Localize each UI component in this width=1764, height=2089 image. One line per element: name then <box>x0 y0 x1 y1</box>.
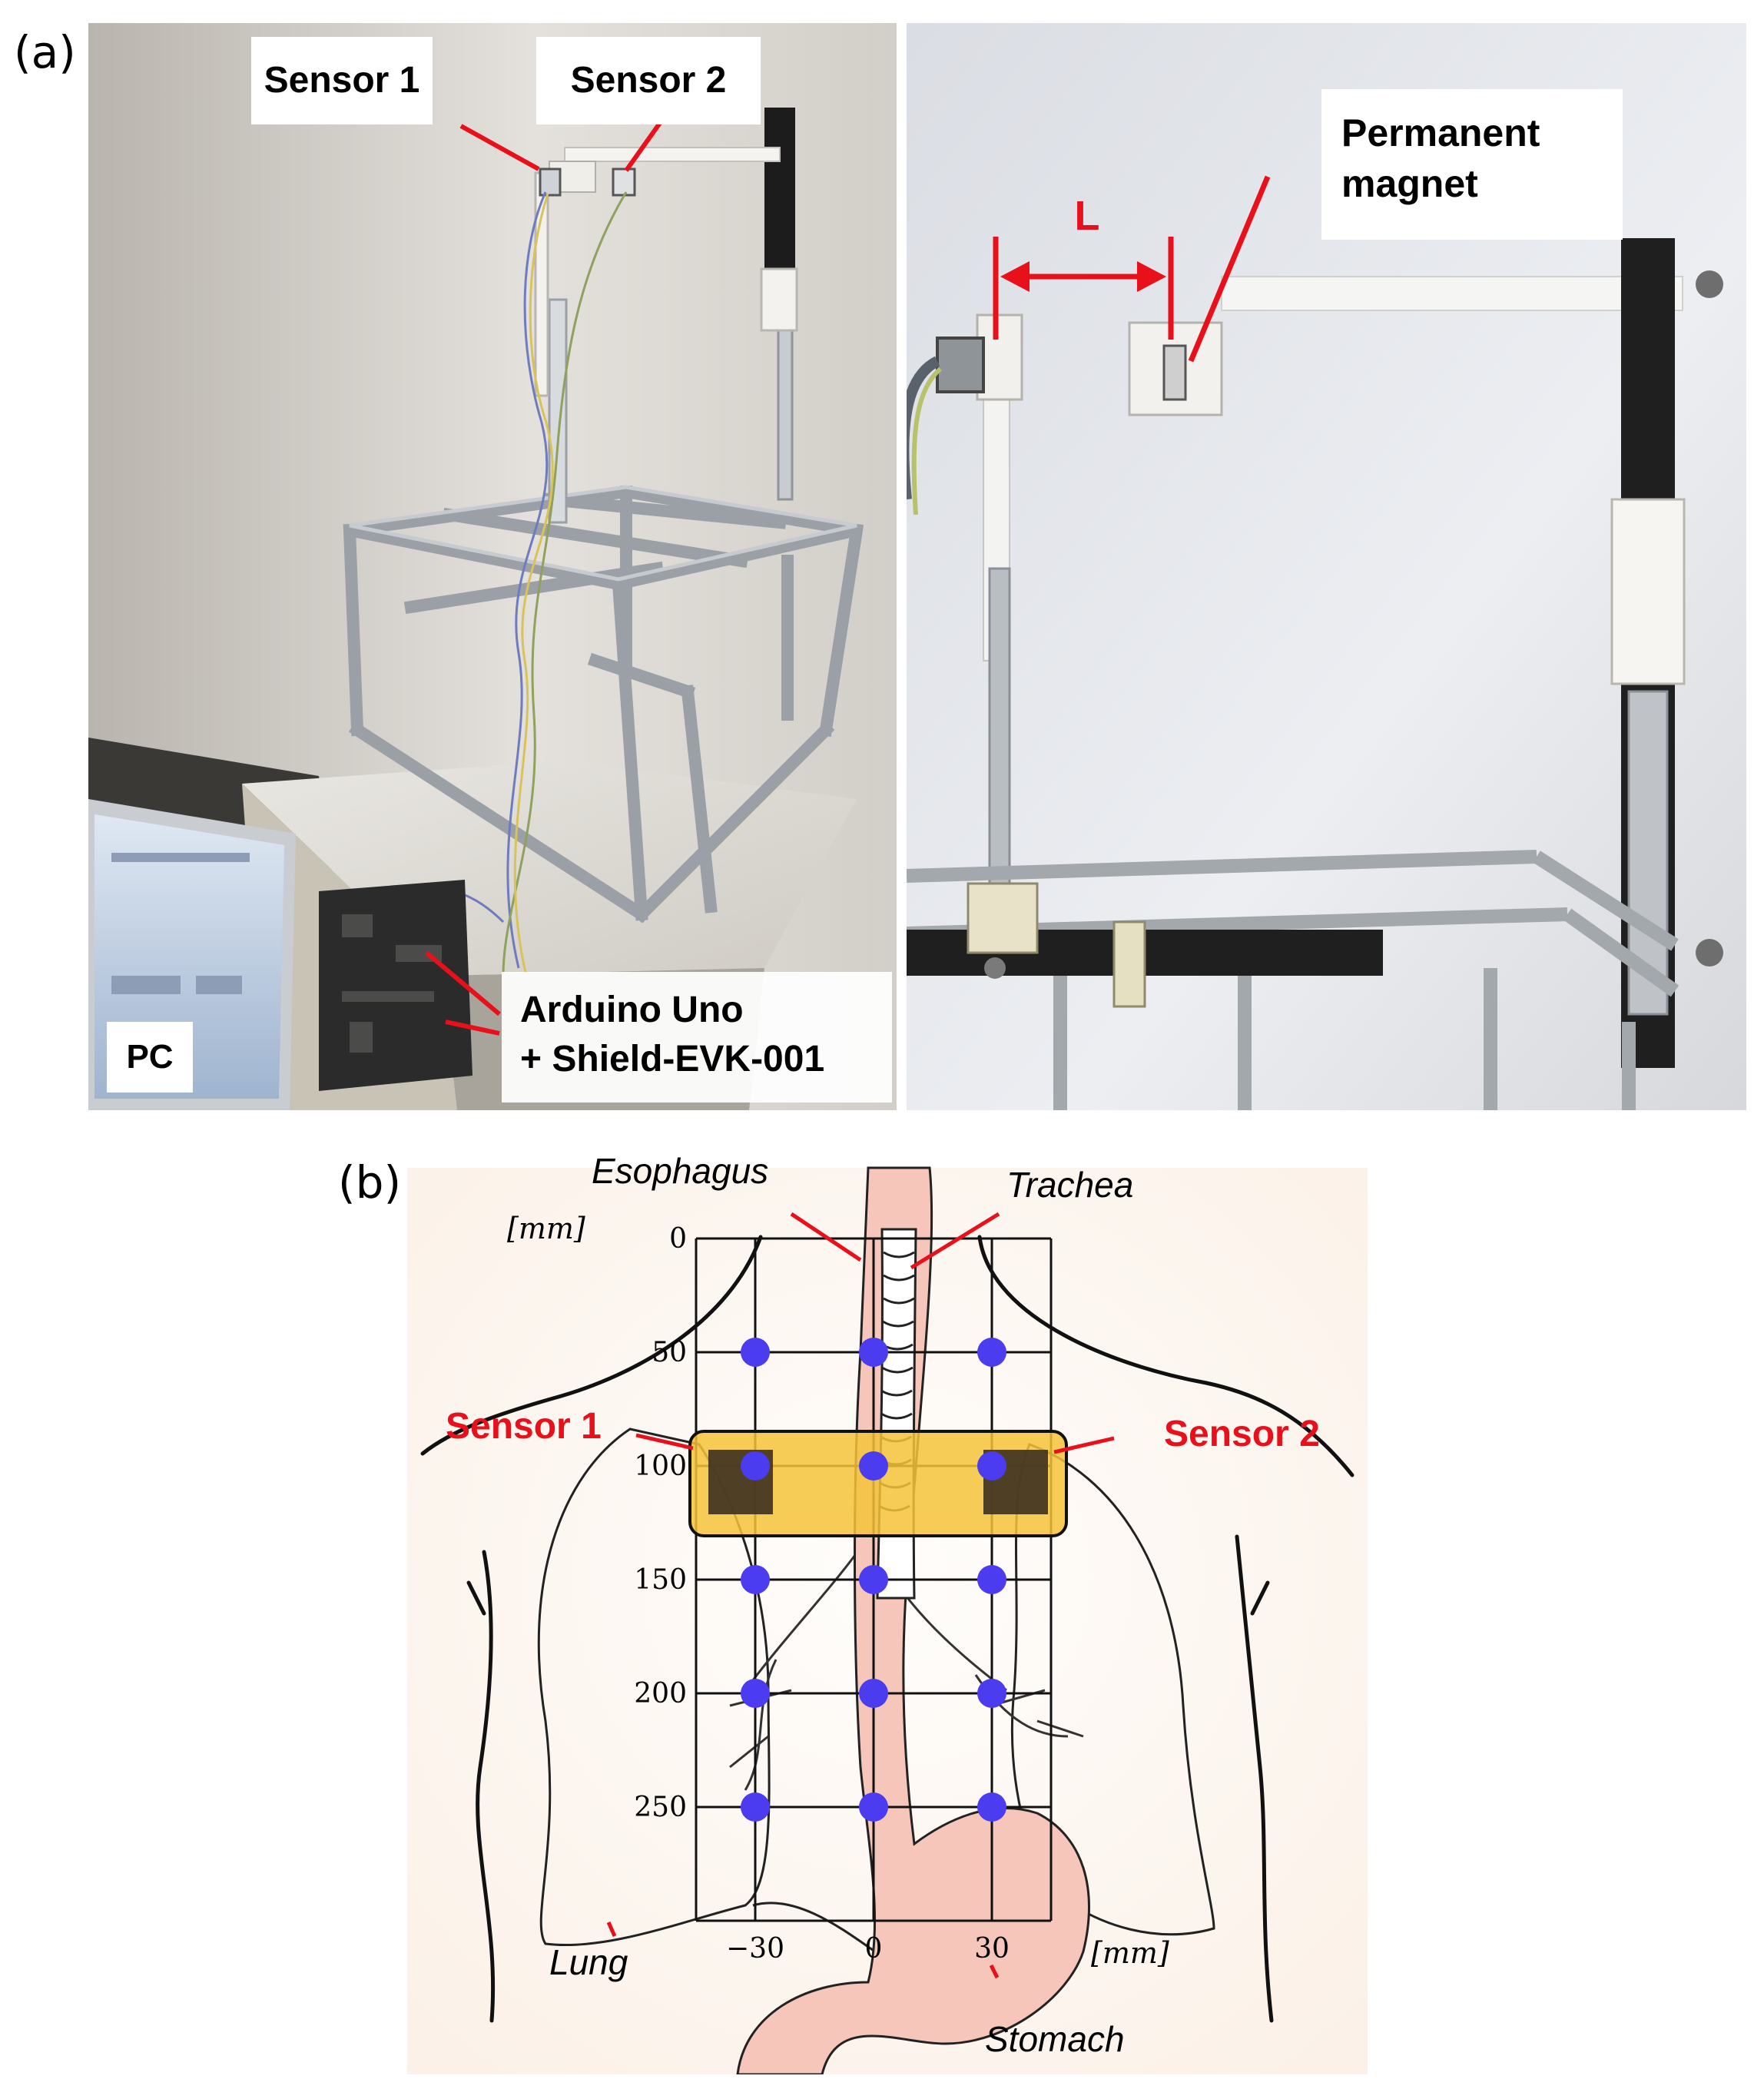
sensor2-leader <box>1053 1436 1115 1454</box>
y-tick-label: 150 <box>634 1564 687 1596</box>
distance-label: L <box>1074 193 1100 239</box>
measurement-point <box>741 1679 770 1708</box>
photo-magnet-setup: L Permanent magnet <box>907 23 1746 1110</box>
lung-leader <box>606 1921 617 1938</box>
measurement-point <box>741 1565 770 1594</box>
anatomy-svg: Esophagus Trachea Lung Stomach Sensor 1 … <box>407 1152 1368 2074</box>
test-rig-illustration <box>88 23 897 1110</box>
trachea-leader <box>910 1212 1000 1270</box>
measurement-point <box>859 1338 888 1367</box>
sensor1-leader <box>635 1433 694 1451</box>
measurement-point <box>859 1792 888 1822</box>
measurement-point <box>977 1451 1006 1481</box>
permanent-magnet <box>1162 344 1187 401</box>
arduino-callout: Arduino Uno + Shield-EVK-001 <box>502 972 892 1103</box>
y-tick-label: 250 <box>634 1792 687 1823</box>
sensor2-module <box>612 167 636 197</box>
anatomy-diagram: Esophagus Trachea Lung Stomach Sensor 1 … <box>407 1152 1368 2074</box>
lung-label: Lung <box>549 1942 628 1982</box>
x-unit-label: [mm] <box>1091 1936 1169 1970</box>
measurement-point <box>741 1338 770 1367</box>
sensor2-diagram-label: Sensor 2 <box>1164 1414 1320 1454</box>
esophagus-leader <box>790 1212 862 1262</box>
sensor-head <box>936 337 985 393</box>
measurement-point <box>859 1679 888 1708</box>
y-tick-label: 0 <box>669 1223 687 1255</box>
panel-a-label: (a) <box>14 26 76 78</box>
trachea-rings <box>876 1228 917 1600</box>
trachea-label: Trachea <box>1006 1165 1133 1205</box>
y-tick-label: 50 <box>652 1337 687 1368</box>
magnet-callout-line1: Permanent <box>1341 111 1540 154</box>
y-unit-label: [mm] <box>507 1212 585 1245</box>
stomach-leader <box>989 1964 1000 1979</box>
stomach-label: Stomach <box>985 2019 1125 2059</box>
measurement-point <box>741 1792 770 1822</box>
esophagus-stomach <box>736 1166 1090 2074</box>
sensor1-diagram-label: Sensor 1 <box>446 1406 602 1447</box>
y-tick-label: 100 <box>634 1451 687 1482</box>
sensor1-callout: Sensor 1 <box>251 37 433 124</box>
esophagus-label: Esophagus <box>592 1152 768 1191</box>
sensor2-callout: Sensor 2 <box>536 37 761 124</box>
x-tick-label: 0 <box>865 1933 883 1965</box>
measurement-point <box>859 1565 888 1594</box>
measurement-point <box>977 1679 1006 1708</box>
arduino-callout-line1: Arduino Uno <box>520 990 744 1030</box>
measurement-point <box>859 1451 888 1481</box>
x-tick-label: −30 <box>726 1933 784 1965</box>
sensor-board <box>688 1430 1068 1537</box>
measurement-points <box>741 1338 1006 1822</box>
magnet-callout: Permanent magnet <box>1321 89 1623 240</box>
pc-callout: PC <box>107 1022 193 1093</box>
panel-b-label: (b) <box>338 1156 402 1209</box>
magnet-callout-line2: magnet <box>1341 162 1478 205</box>
measurement-point <box>741 1451 770 1481</box>
left-lung-outline <box>537 1427 771 1947</box>
sensor1-module <box>539 167 562 197</box>
right-lung-outline <box>1010 1443 1215 1936</box>
y-tick-label: 200 <box>634 1678 687 1709</box>
x-tick-label: 30 <box>974 1933 1010 1965</box>
photo-test-rig: Sensor 1 Sensor 2 Arduino Uno + Shield-E… <box>88 23 897 1110</box>
measurement-point <box>977 1338 1006 1367</box>
measurement-point <box>977 1792 1006 1822</box>
arduino-callout-line2: + Shield-EVK-001 <box>520 1039 825 1079</box>
measurement-point <box>977 1565 1006 1594</box>
